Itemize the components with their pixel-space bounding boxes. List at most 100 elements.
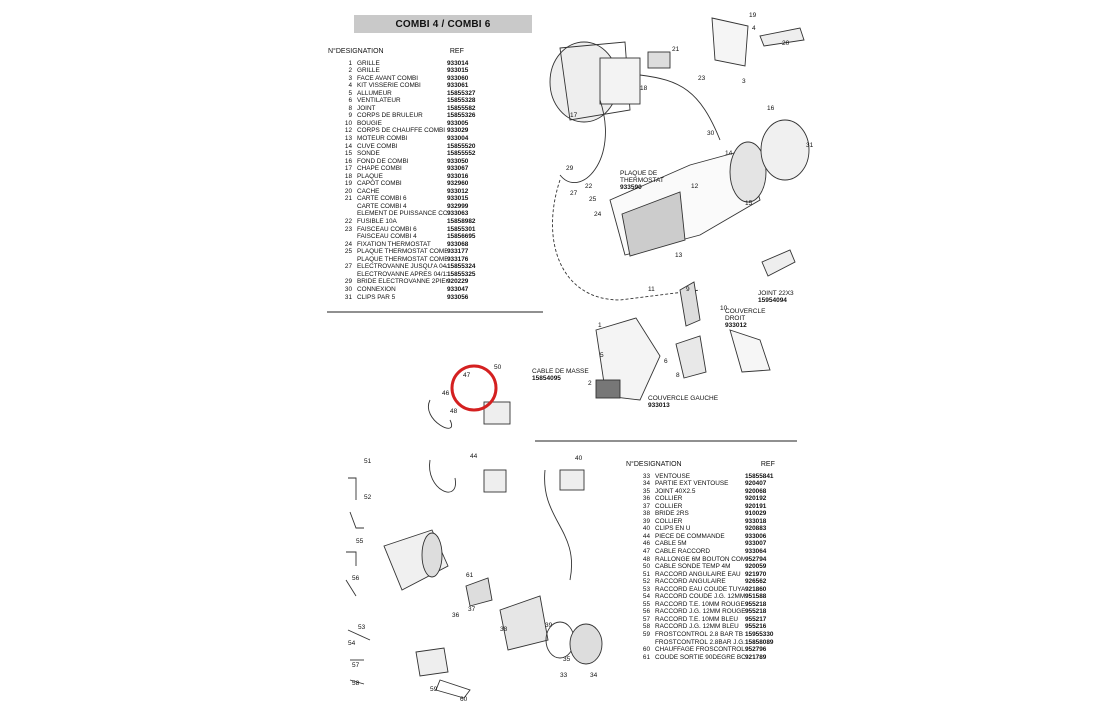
part-number: 60: [642, 646, 650, 654]
part-designation: FOND DE COMBI: [357, 157, 409, 165]
part-number-marker: 34: [590, 672, 598, 679]
part-number: 12: [344, 127, 352, 135]
part-number: 52: [642, 578, 650, 586]
part-ref: 920229: [447, 278, 469, 286]
part-number-marker: 17: [570, 112, 578, 119]
part-designation: PLAQUE: [357, 172, 383, 180]
part-ref: 15855841: [745, 472, 774, 480]
part-number-marker: 44: [470, 453, 478, 460]
part-designation: COLLIER: [655, 502, 683, 510]
part-3-shape: [675, 335, 707, 379]
part-number: 44: [642, 532, 650, 540]
control-panel-shape: [559, 469, 585, 491]
part-ref: 15855325: [447, 270, 476, 278]
part-designation: SONDE: [357, 150, 380, 158]
part-designation: KIT VISSERIE COMBI: [357, 82, 421, 90]
table-row: 37 COLLIER 920191: [626, 503, 785, 511]
part-designation: PLAQUE THERMOSTAT COMBI 4: [357, 255, 447, 263]
part-ref: 15858089: [745, 638, 774, 646]
part-number: 27: [344, 263, 352, 271]
part-ref: 920192: [745, 495, 767, 503]
part-ref: 955218: [745, 608, 767, 616]
part-designation: COLLIER: [655, 517, 683, 525]
part-18-shape: [599, 57, 641, 105]
part-number-marker: 46: [442, 390, 450, 397]
part-designation: FACE AVANT COMBI: [357, 74, 419, 82]
part-number: 9: [348, 112, 352, 120]
part-number: 1: [348, 59, 352, 67]
part-ref: 932999: [447, 202, 469, 210]
part-ref: 15855328: [447, 97, 476, 105]
part-ref: 920407: [745, 480, 767, 488]
part-ref: 952796: [745, 646, 767, 654]
part-ref: 933056: [447, 293, 469, 301]
part-ref: 921970: [745, 570, 767, 578]
part-ref: 933050: [447, 157, 469, 165]
part-designation: CAPOT COMBI: [357, 180, 402, 188]
part-number: 3: [348, 74, 352, 82]
part-number-marker: 39: [545, 622, 553, 629]
part-designation: COLLIER: [655, 495, 683, 503]
part-ref: 933006: [745, 532, 767, 540]
part-ref: 15855582: [447, 104, 476, 112]
part-number: 24: [344, 240, 352, 248]
cable-46-shape: [429, 459, 456, 493]
callout-name: JOINT 22X3: [758, 290, 794, 297]
part-number: 46: [642, 540, 650, 548]
part-56-shape: [345, 579, 357, 597]
part-designation: JOINT 40X2.5: [655, 487, 696, 495]
part-number-marker: 30: [707, 130, 715, 137]
part-number-marker: 21: [672, 46, 680, 53]
part-number: 55: [642, 600, 650, 608]
part-ref: 933047: [447, 285, 469, 293]
part-number: 4: [348, 82, 352, 90]
part-number: 37: [642, 502, 650, 510]
part-designation: FROSTCONTROL 2.8BAR J.G.: [655, 638, 745, 646]
part-designation: CHAUFFAGE FROSCONTROL: [655, 646, 745, 654]
part-number: 5: [348, 89, 352, 97]
part-ref: 920191: [745, 502, 767, 510]
callout-couvercle-gauche: COUVERCLE GAUCHE 933013: [648, 395, 718, 409]
part-ref: 952794: [745, 555, 767, 563]
part-designation: BRIDE 2RS: [655, 510, 689, 518]
part-number-marker: 50: [494, 364, 502, 371]
harness-wire: [559, 99, 606, 183]
part-number-marker: 8: [676, 372, 680, 379]
part-designation: RACCORD EAU COUDE TUYAU 10: [655, 585, 745, 593]
part-37-shape: [465, 577, 493, 607]
part-number: 40: [642, 525, 650, 533]
part-ref: 933067: [447, 165, 469, 173]
part-number-marker: 10: [720, 305, 728, 312]
part-33-shape: [499, 595, 549, 651]
part-ref: 921789: [745, 653, 767, 661]
part-ref: 933014: [447, 59, 469, 67]
table-row: ELEMENT DE PUISSANCE COMBI E933063: [328, 210, 487, 218]
part-ref: 933005: [447, 119, 469, 127]
part-21-shape: [647, 51, 671, 69]
part-number: 30: [344, 285, 352, 293]
part-number: 53: [642, 585, 650, 593]
part-ref: 933007: [745, 540, 767, 548]
part-designation: FROSTCONTROL 2.8 BAR TB: [655, 631, 744, 639]
part-ref: 933064: [745, 548, 767, 556]
part-designation: FAISCEAU COMBI 4: [357, 233, 417, 241]
